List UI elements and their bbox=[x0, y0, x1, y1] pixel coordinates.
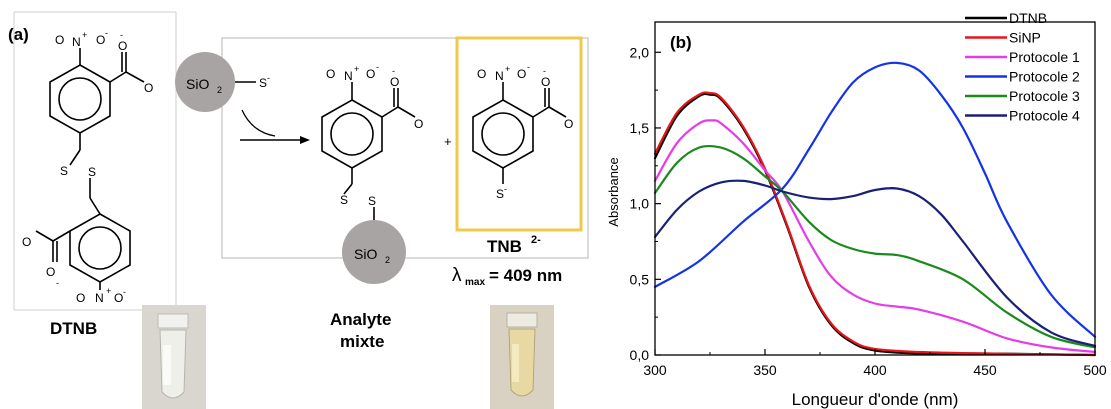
dtnb-top-oxygen-2: O bbox=[96, 33, 105, 47]
sio2-particle-bottom bbox=[342, 220, 406, 284]
series-line-dtnb bbox=[653, 92, 1097, 357]
legend: DTNB SiNP Protocole 1 Protocole 2 Protocole … bbox=[965, 10, 1080, 124]
x-tick-label: 450 bbox=[973, 362, 997, 378]
analyte-carboxyl-o2: O bbox=[414, 117, 423, 131]
dtnb-bottom-nitrogen: N bbox=[95, 291, 104, 305]
dtnb-top-ring bbox=[49, 48, 145, 215]
analyte-label-line1: Analyte bbox=[330, 310, 391, 329]
dtnb-vial-photo bbox=[142, 305, 206, 409]
panel-b-label: (b) bbox=[670, 33, 692, 52]
dtnb-top-carboxyl-minus: - bbox=[120, 30, 123, 40]
tnb-label: TNB bbox=[487, 237, 522, 256]
tnb-sulfur: S bbox=[496, 187, 504, 201]
tnb-ring bbox=[472, 82, 567, 184]
dtnb-top-oxygen-1: O bbox=[55, 33, 64, 47]
plus-sign: + bbox=[444, 134, 452, 149]
x-tick-label: 400 bbox=[863, 362, 887, 378]
analyte-oxygen-1: O bbox=[326, 67, 335, 81]
analyte-o-minus: - bbox=[376, 62, 379, 72]
analyte-carboxyl-minus: - bbox=[392, 66, 395, 76]
dtnb-top-carboxyl-o: O bbox=[118, 39, 127, 53]
lambda-value: = 409 nm bbox=[489, 266, 562, 285]
dtnb-bottom-ring bbox=[35, 213, 131, 290]
tnb-nitrogen: N bbox=[495, 69, 504, 83]
tnb-vial-photo bbox=[490, 305, 554, 409]
series-line-protocole-2 bbox=[653, 61, 1097, 338]
legend-label: Protocole 4 bbox=[1009, 108, 1080, 124]
y-tick-label: 1,5 bbox=[630, 120, 650, 136]
sio2-thiolate-s: S bbox=[259, 76, 267, 90]
dtnb-top-o-minus: - bbox=[105, 28, 108, 38]
analyte-sulfur-1: S bbox=[340, 193, 348, 207]
panel-a-scheme: (a) N + O O - O O - S S bbox=[8, 11, 589, 409]
sio2-thiolate-minus: - bbox=[267, 73, 270, 83]
panel-b-absorbance-chart: (b) 300 350 400 450 500 0,0 0,5 1,0 1,5 2,0 DTNB S… bbox=[606, 10, 1107, 409]
dtnb-label: DTNB bbox=[50, 319, 97, 338]
dtnb-top-nitrogen: N bbox=[72, 35, 81, 49]
tnb-carboxyl-o: O bbox=[541, 75, 550, 89]
sio2-bottom-sub: 2 bbox=[385, 255, 390, 265]
legend-label: Protocole 2 bbox=[1009, 69, 1080, 85]
sio2-particle-top bbox=[175, 52, 235, 112]
tnb-carboxyl-minus: - bbox=[543, 66, 546, 76]
tnb-oxygen-1: O bbox=[477, 67, 486, 81]
analyte-oxygen-2: O bbox=[366, 67, 375, 81]
legend-label: Protocole 1 bbox=[1009, 49, 1080, 65]
tnb-o-minus: - bbox=[527, 62, 530, 72]
reaction-arrowhead bbox=[300, 136, 310, 144]
x-axis-label: Longueur d'onde (nm) bbox=[792, 390, 959, 409]
tnb-carboxyl-o2: O bbox=[564, 117, 573, 131]
tnb-oxygen-2: O bbox=[517, 67, 526, 81]
analyte-label-line2: mixte bbox=[340, 332, 384, 351]
dtnb-top-n-plus: + bbox=[82, 30, 87, 40]
lambda-symbol: λ bbox=[452, 265, 462, 286]
series-line-sinp bbox=[653, 91, 1097, 357]
y-tick-label: 1,0 bbox=[630, 196, 650, 212]
tnb-n-plus: + bbox=[505, 64, 510, 74]
dtnb-bottom-o-minus: - bbox=[123, 287, 126, 297]
y-axis-label: Absorbance bbox=[606, 157, 621, 226]
panel-a-label: (a) bbox=[8, 25, 29, 44]
analyte-carboxyl-o: O bbox=[390, 75, 399, 89]
lambda-subscript: max bbox=[465, 277, 485, 288]
sio2-top-label: SiO bbox=[186, 76, 209, 92]
tnb-sulfur-minus: - bbox=[504, 184, 507, 194]
series-line-protocole-3 bbox=[653, 144, 1097, 349]
dtnb-bottom-oxygen-1: O bbox=[76, 291, 85, 305]
sio2-bottom-label: SiO bbox=[354, 246, 377, 262]
series-line-protocole-4 bbox=[653, 179, 1097, 347]
dtnb-sulfur-1: S bbox=[60, 164, 68, 178]
tnb-charge: 2- bbox=[531, 234, 541, 246]
dtnb-bottom-n-plus: + bbox=[106, 286, 111, 296]
dtnb-bottom-oxygen-2: O bbox=[114, 291, 123, 305]
dtnb-sulfur-2: S bbox=[88, 165, 96, 179]
axes-layer: 300 350 400 450 500 0,0 0,5 1,0 1,5 2,0 bbox=[630, 21, 1107, 378]
dtnb-top-carboxyl-o2: O bbox=[144, 81, 153, 95]
tnb-highlight-box bbox=[455, 36, 583, 232]
x-tick-label: 350 bbox=[753, 362, 777, 378]
dtnb-bottom-carboxyl-o2: O bbox=[46, 265, 55, 279]
analyte-sulfur-2: S bbox=[368, 194, 376, 208]
x-tick-label: 300 bbox=[643, 362, 667, 378]
analyte-n-plus: + bbox=[354, 64, 359, 74]
legend-label: SiNP bbox=[1009, 30, 1041, 46]
y-tick-label: 2,0 bbox=[630, 44, 650, 60]
legend-label: Protocole 3 bbox=[1009, 88, 1080, 104]
y-tick-label: 0,0 bbox=[630, 347, 650, 363]
analyte-nitrogen: N bbox=[344, 69, 353, 83]
dtnb-bottom-carboxyl-o: O bbox=[22, 235, 31, 249]
y-tick-label: 0,5 bbox=[630, 271, 650, 287]
x-tick-label: 500 bbox=[1083, 362, 1107, 378]
mixed-analyte-ring bbox=[321, 82, 416, 222]
series-layer bbox=[653, 61, 1097, 357]
sio2-top-sub: 2 bbox=[217, 85, 222, 95]
attack-arrow-curve bbox=[241, 109, 276, 137]
dtnb-bottom-carboxyl-minus: - bbox=[56, 278, 59, 288]
series-line-protocole-1 bbox=[653, 119, 1097, 354]
legend-label: DTNB bbox=[1009, 10, 1047, 26]
